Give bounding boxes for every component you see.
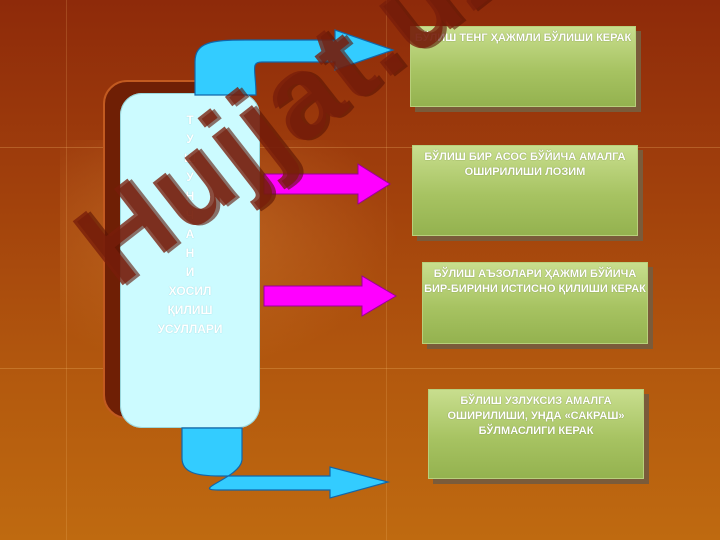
arrow-right-magenta-2: [263, 275, 397, 317]
text-box-4: БЎЛИШ УЗЛУКСИЗ АМАЛГА ОШИРИЛИШИ, УНДА «С…: [428, 389, 644, 479]
text-box-3: БЎЛИШ АЪЗОЛАРИ ҲАЖМИ БЎЙИЧА БИР-БИРИНИ И…: [422, 262, 648, 344]
text-box-2: БЎЛИШ БИР АСОС БЎЙИЧА АМАЛГА ОШИРИЛИШИ Л…: [412, 145, 638, 236]
curved-arrow-top: [194, 29, 395, 96]
grid-line: [386, 0, 387, 540]
grid-line: [66, 0, 67, 540]
pillar-box: Т У Ш У Н Ч А Н И ХОСИЛ ҚИЛИШ УСУЛЛАРИ: [120, 93, 260, 428]
pillar-text: Т У Ш У Н Ч А Н И ХОСИЛ ҚИЛИШ УСУЛЛАРИ: [157, 113, 223, 336]
grid-line: [0, 368, 720, 369]
text-box-1: БЎЛИШ ТЕНГ ҲАЖМЛИ БЎЛИШИ КЕРАК: [410, 26, 636, 107]
grid-line: [0, 147, 720, 148]
curved-arrow-bottom: [181, 427, 391, 499]
arrow-right-magenta-1: [263, 163, 391, 205]
